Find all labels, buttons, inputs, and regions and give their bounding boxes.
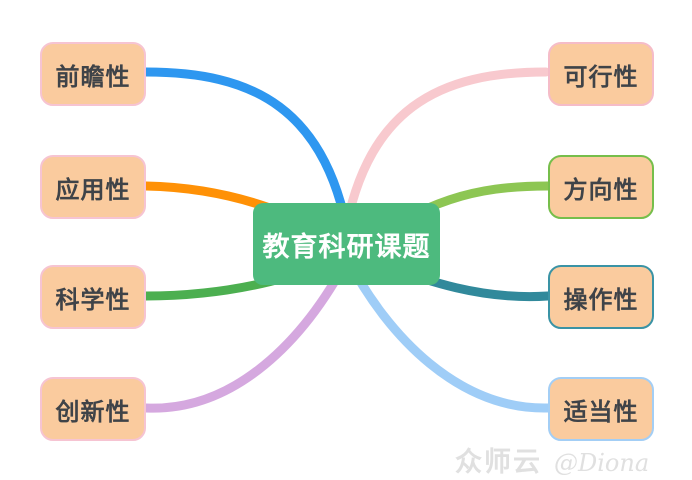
branch-node-direction[interactable]: 方向性 [548, 155, 654, 219]
branch-node-applicability[interactable]: 应用性 [40, 155, 146, 219]
branch-node-label: 适当性 [563, 398, 639, 426]
branch-node-foresight[interactable]: 前瞻性 [40, 42, 146, 106]
branch-node-feasibility[interactable]: 可行性 [548, 42, 654, 106]
branch-node-operability[interactable]: 操作性 [548, 265, 654, 329]
branch-node-label: 方向性 [563, 176, 639, 204]
branch-line-left-1 [141, 67, 356, 257]
branch-node-scientificity[interactable]: 科学性 [40, 265, 146, 329]
watermark-brand: 众师云 [455, 447, 542, 477]
branch-node-label: 可行性 [563, 63, 639, 91]
branch-node-label: 操作性 [563, 286, 639, 314]
branch-node-label: 创新性 [55, 398, 131, 426]
branch-node-label: 应用性 [55, 176, 131, 204]
central-topic-label: 教育科研课题 [262, 231, 431, 262]
branch-node-innovation[interactable]: 创新性 [40, 377, 146, 441]
watermark: 众师云 @Diona [455, 440, 649, 479]
branch-node-appropriateness[interactable]: 适当性 [548, 377, 654, 441]
branch-node-label: 科学性 [55, 286, 131, 314]
central-topic-node[interactable]: 教育科研课题 [253, 203, 440, 285]
branch-node-label: 前瞻性 [55, 63, 131, 91]
branch-line-right-4 [341, 251, 553, 413]
branch-line-left-4 [141, 251, 354, 413]
branch-line-right-1 [337, 67, 551, 257]
watermark-handle: @Diona [554, 449, 650, 477]
